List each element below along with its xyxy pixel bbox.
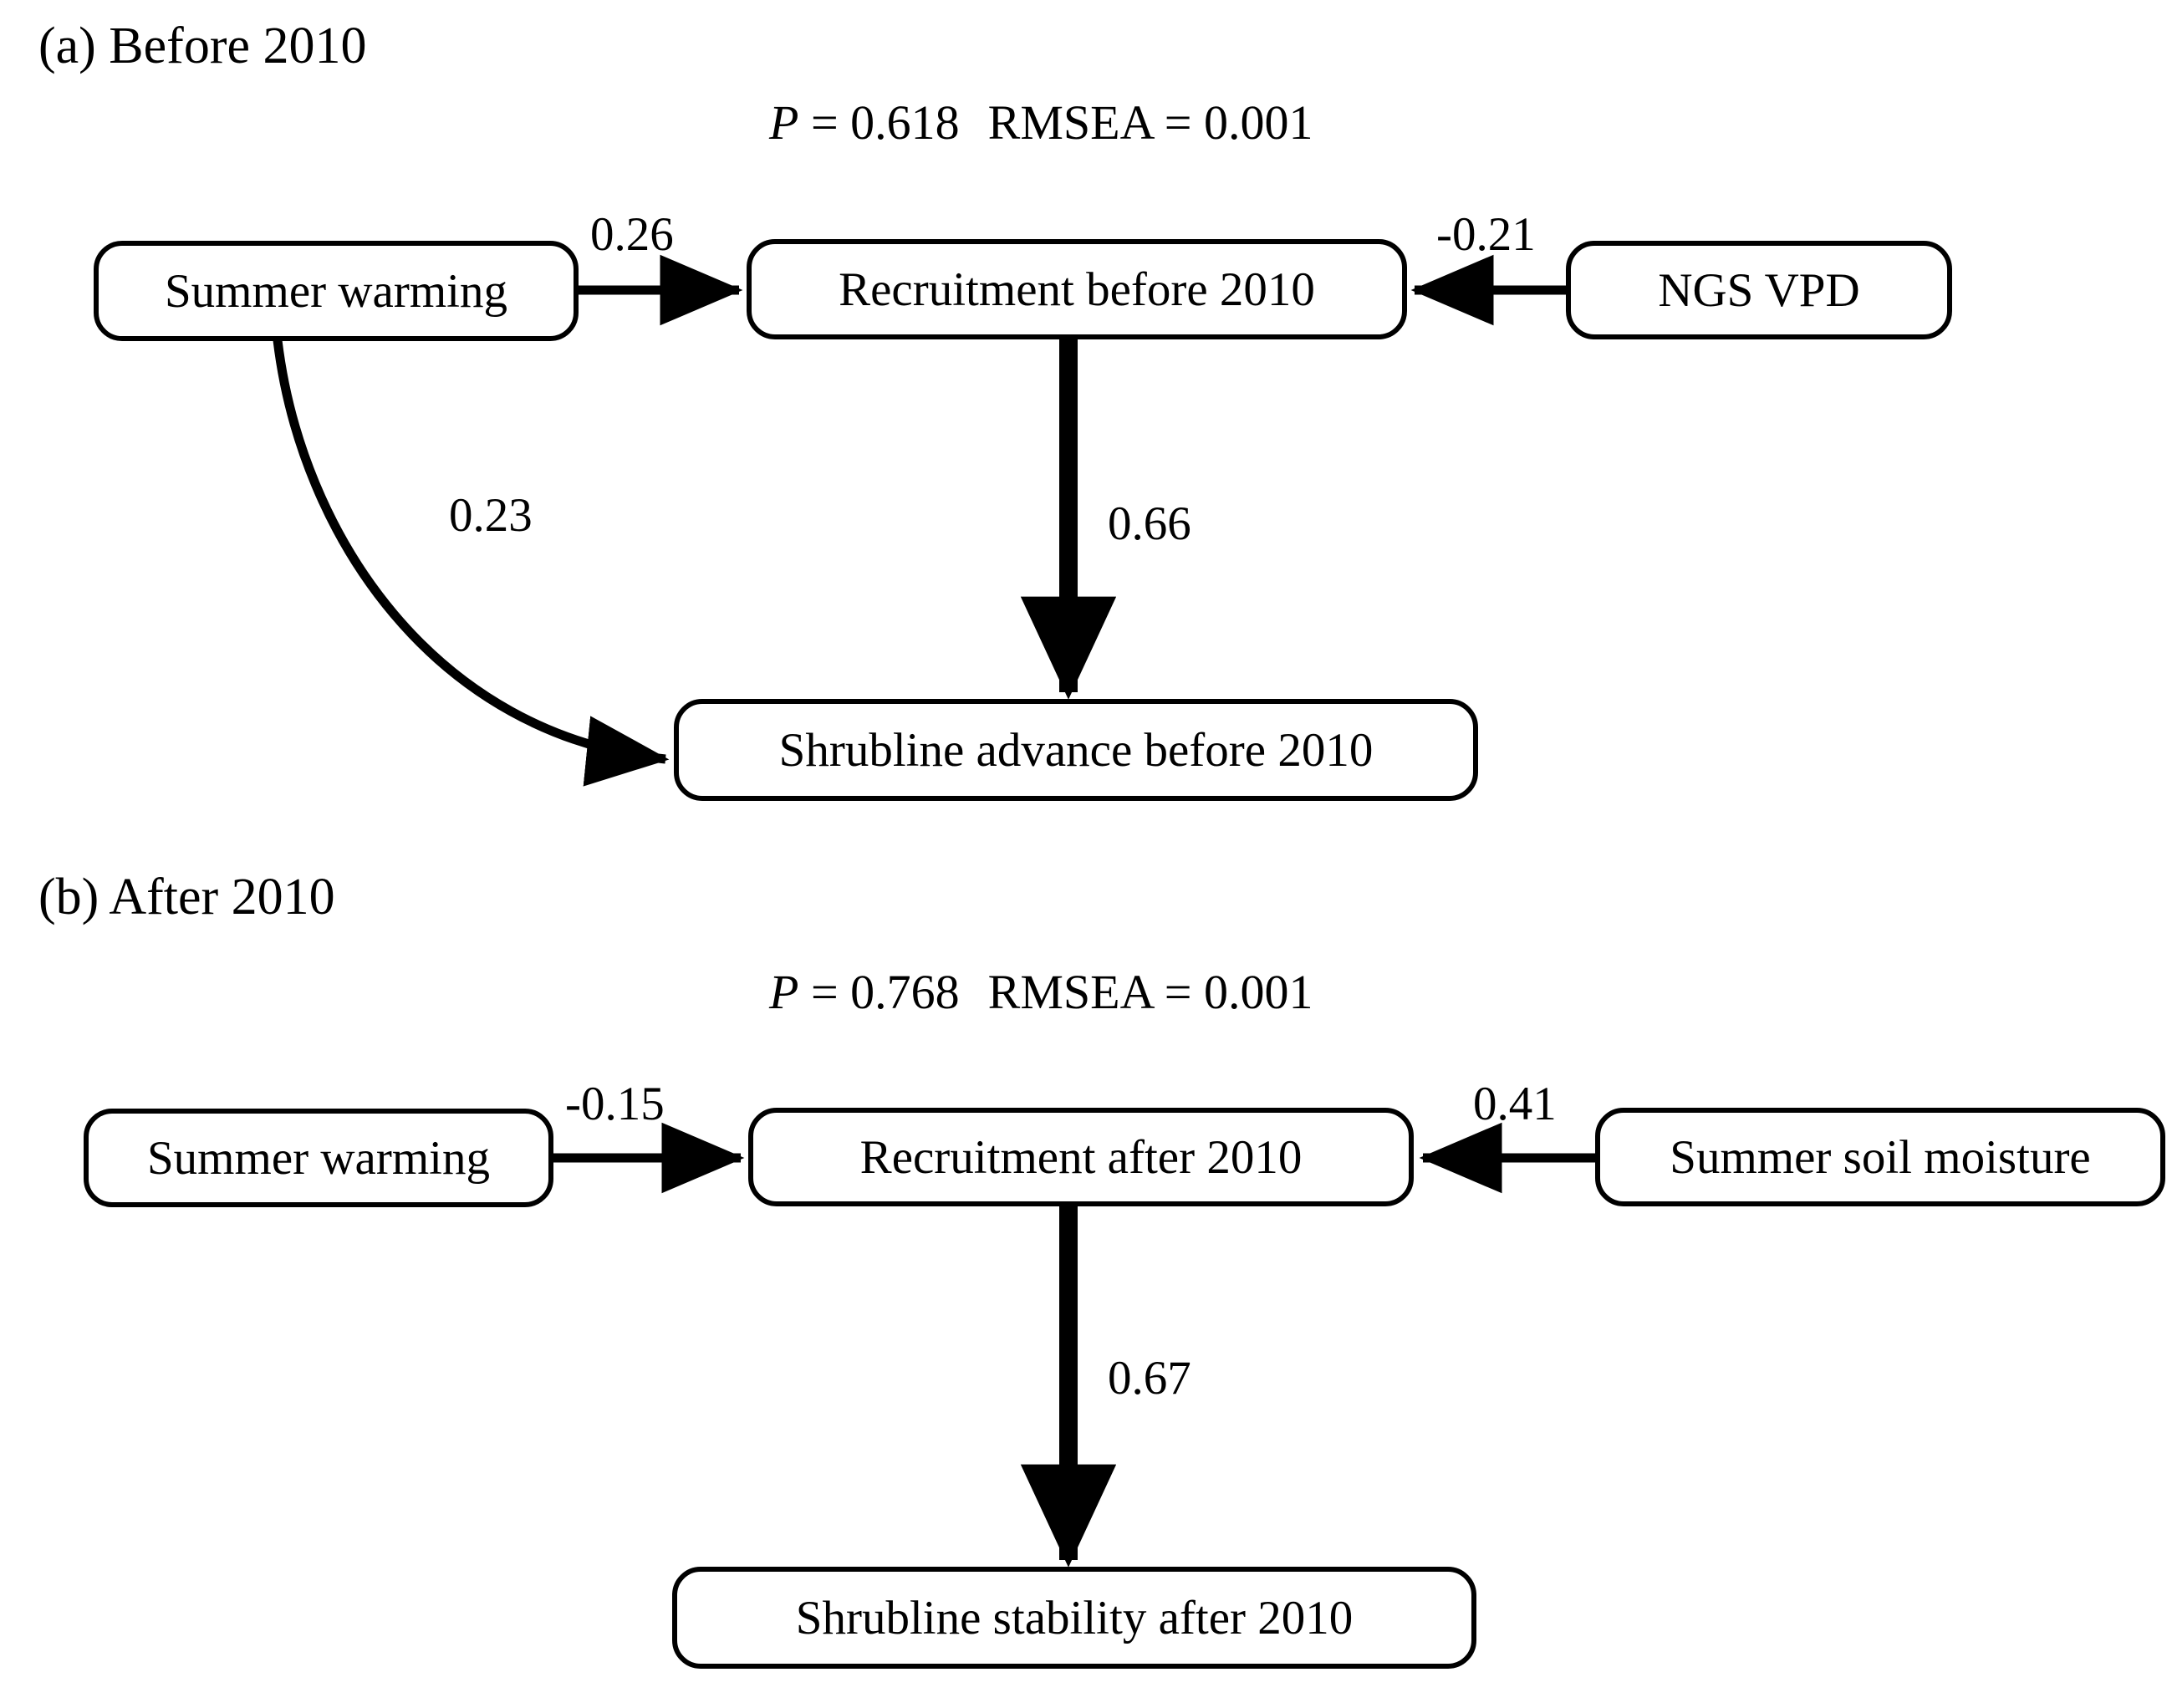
- path-label-a-neg021: -0.21: [1436, 208, 1536, 261]
- panel-a-label: (a) Before 2010: [38, 18, 367, 74]
- panel-a-p-value: = 0.618: [810, 95, 960, 150]
- panel-b-label: (b) After 2010: [38, 869, 335, 925]
- panel-b-fit-statistics: P = 0.768 RMSEA = 0.001: [769, 968, 1313, 1017]
- node-a-summer-warming[interactable]: Summer warming: [94, 241, 579, 341]
- node-b-recruitment-after-2010[interactable]: Recruitment after 2010: [748, 1108, 1414, 1206]
- edge-a-warming-to-shrubline: [273, 339, 670, 787]
- node-b-summer-soil-moisture[interactable]: Summer soil moisture: [1595, 1108, 2165, 1206]
- node-a-shrubline-advance-before-2010[interactable]: Shrubline advance before 2010: [674, 699, 1478, 801]
- path-label-a-023: 0.23: [449, 489, 533, 542]
- panel-b-rmsea: RMSEA = 0.001: [987, 965, 1313, 1019]
- node-a-ngs-vpd[interactable]: NGS VPD: [1566, 241, 1952, 339]
- path-label-b-041: 0.41: [1473, 1078, 1557, 1130]
- path-label-a-026: 0.26: [590, 208, 674, 261]
- panel-b-p-value: = 0.768: [810, 965, 960, 1019]
- path-label-b-067: 0.67: [1108, 1352, 1191, 1405]
- path-label-b-neg015: -0.15: [565, 1078, 665, 1130]
- panel-b-p-symbol: P: [769, 965, 799, 1019]
- panel-a-rmsea: RMSEA = 0.001: [987, 95, 1313, 150]
- node-a-recruitment-before-2010[interactable]: Recruitment before 2010: [747, 239, 1407, 339]
- node-b-shrubline-stability-after-2010[interactable]: Shrubline stability after 2010: [672, 1567, 1476, 1669]
- path-label-a-066: 0.66: [1108, 497, 1191, 550]
- panel-a-p-symbol: P: [769, 95, 799, 150]
- node-b-summer-warming[interactable]: Summer warming: [84, 1109, 553, 1207]
